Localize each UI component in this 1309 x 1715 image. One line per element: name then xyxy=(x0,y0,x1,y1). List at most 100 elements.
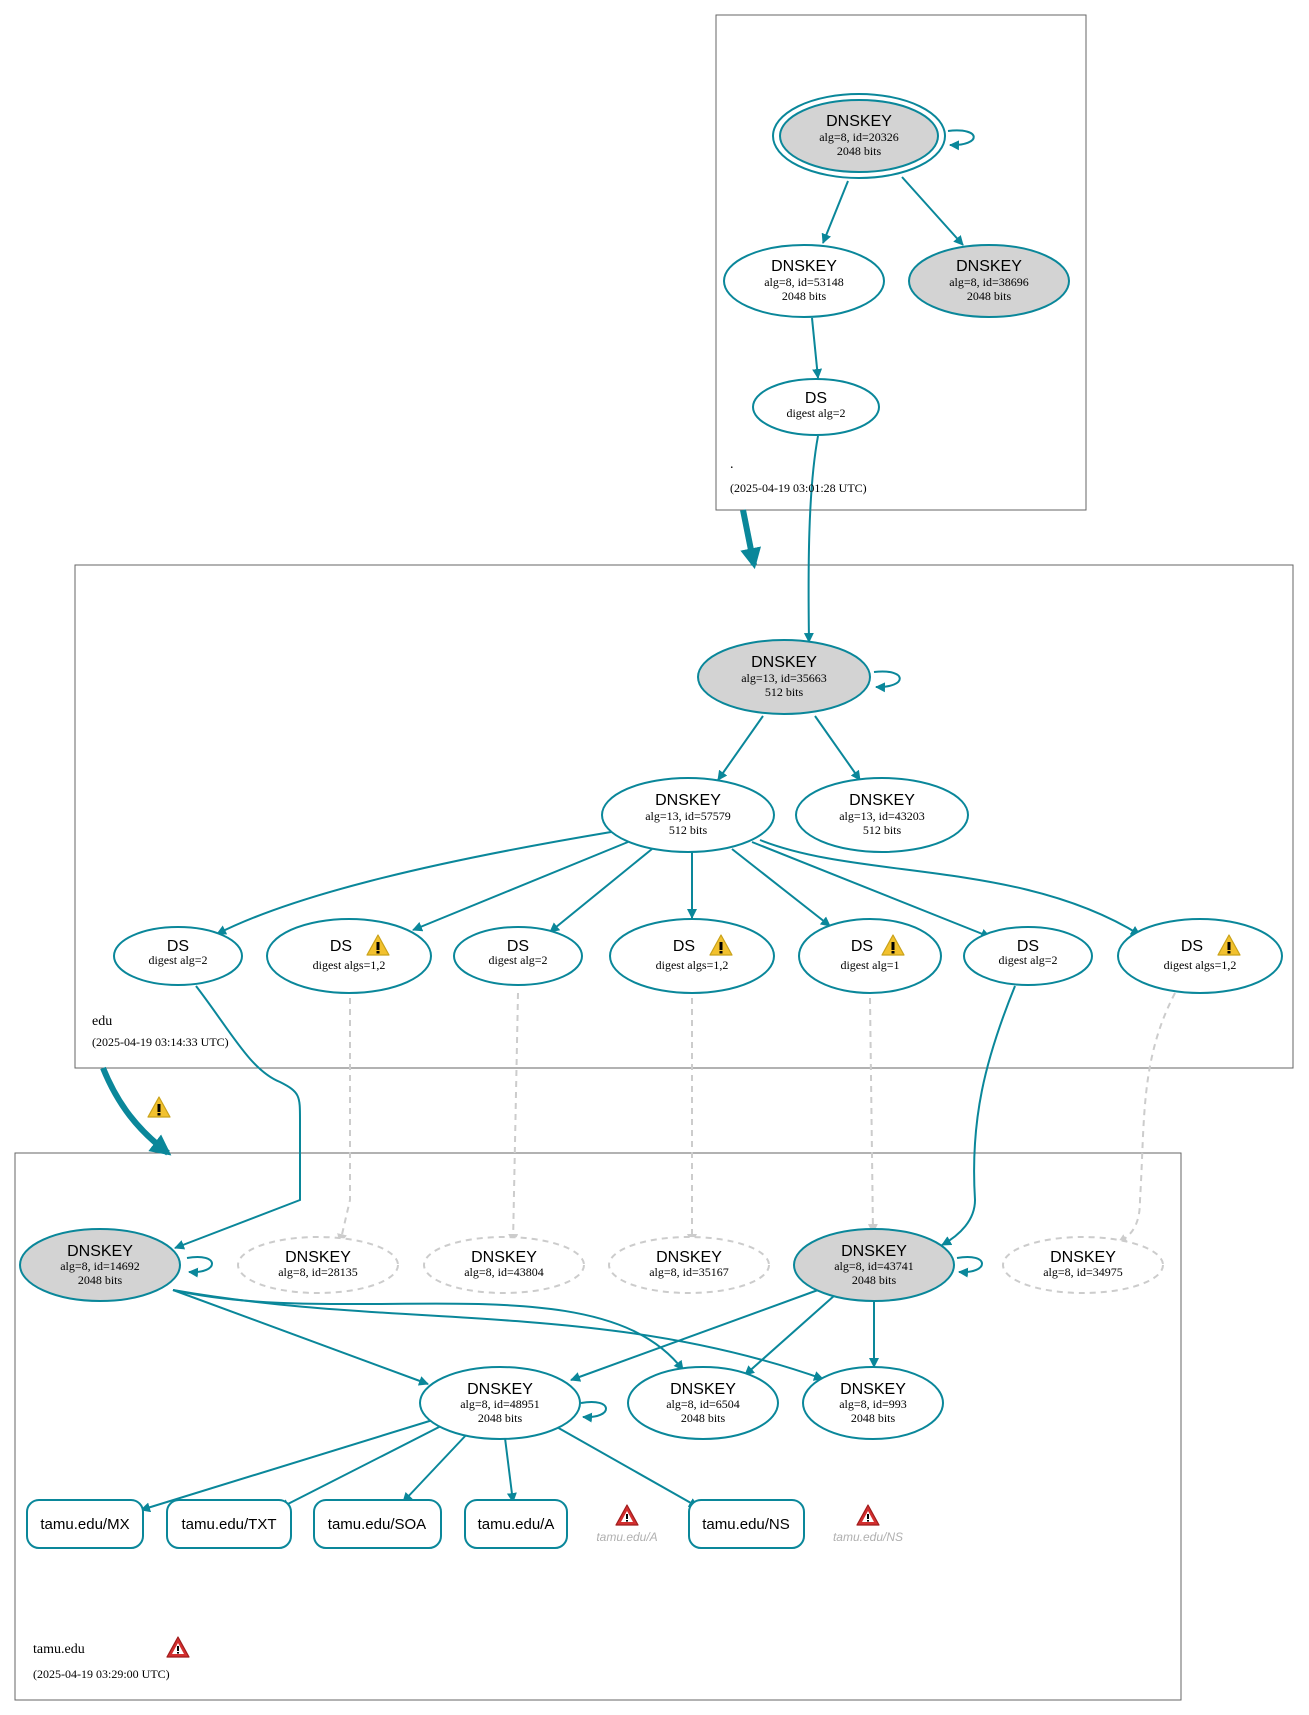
edu-zsk-line2: 512 bits xyxy=(669,823,708,837)
rrset-ns[interactable]: tamu.edu/NS xyxy=(688,1499,805,1549)
tamu-key-993-node[interactable]: DNSKEY alg=8, id=993 2048 bits xyxy=(802,1366,944,1440)
edu-key2-line2: 512 bits xyxy=(863,823,902,837)
tamu-key-1-line1: alg=8, id=14692 xyxy=(60,1259,140,1273)
edu-ds-node-3[interactable]: DS digest alg=2 xyxy=(453,926,583,986)
tamu-key-5-line1: alg=8, id=43741 xyxy=(834,1259,914,1273)
tamu-mid-2-line1: alg=8, id=6504 xyxy=(666,1397,740,1411)
edge-root-ds-edu-ksk xyxy=(803,435,819,643)
edge-tamu-ksk2-self xyxy=(956,1255,983,1278)
delegation-warning-icon[interactable] xyxy=(147,1096,171,1118)
root-zsk-line1: alg=8, id=53148 xyxy=(764,275,844,289)
tamu-missing-key-28135-node[interactable]: DNSKEY alg=8, id=28135 xyxy=(237,1236,399,1294)
root-ksk-title: DNSKEY xyxy=(826,113,892,130)
tamu-key-6504-node[interactable]: DNSKEY alg=8, id=6504 2048 bits xyxy=(627,1366,779,1440)
rrset-soa[interactable]: tamu.edu/SOA xyxy=(313,1499,442,1549)
tamu-missing-key-34975-node[interactable]: DNSKEY alg=8, id=34975 xyxy=(1002,1236,1164,1294)
tamu-key-5-title: DNSKEY xyxy=(841,1243,907,1260)
edge-edu-ds6-tamu-ksk xyxy=(941,985,1016,1246)
edu-ksk-line1: alg=13, id=35663 xyxy=(741,671,827,685)
edge-tamu-zsk-self xyxy=(580,1400,607,1423)
tamu-zsk-48951-node[interactable]: DNSKEY alg=8, id=48951 2048 bits xyxy=(419,1366,581,1440)
root-key2-node[interactable]: DNSKEY alg=8, id=38696 2048 bits xyxy=(908,244,1070,318)
tamu-key-3-line1: alg=8, id=43804 xyxy=(464,1265,544,1279)
tamu-key-1-line2: 2048 bits xyxy=(78,1273,123,1287)
edu-zsk-title: DNSKEY xyxy=(655,792,721,809)
edu-zone-box xyxy=(74,564,1294,1069)
edge-tamu-ksk2-zsk xyxy=(570,1289,819,1382)
root-zsk-line2: 2048 bits xyxy=(782,289,827,303)
edu-ds-node-7[interactable]: DS digest algs=1,2 xyxy=(1117,918,1283,994)
tamu-key-6-line1: alg=8, id=34975 xyxy=(1043,1265,1123,1279)
edu-ds-6-line1: digest alg=2 xyxy=(998,953,1057,967)
tamu-zone-timestamp: (2025-04-19 03:29:00 UTC) xyxy=(33,1667,170,1681)
root-ksk-node[interactable]: DNSKEY alg=8, id=20326 2048 bits xyxy=(772,93,946,179)
missing-rrset-ns[interactable]: tamu.edu/NS xyxy=(833,1504,903,1544)
edu-ds-7-line1: digest algs=1,2 xyxy=(1164,958,1237,972)
tamu-zone-name: tamu.edu xyxy=(33,1642,85,1657)
edge-tamu-zsk-a xyxy=(504,1437,517,1503)
edu-ds-node-4[interactable]: DS digest algs=1,2 xyxy=(609,918,775,994)
tamu-key-4-line1: alg=8, id=35167 xyxy=(649,1265,729,1279)
tamu-missing-key-35167-node[interactable]: DNSKEY alg=8, id=35167 xyxy=(608,1236,770,1294)
edu-ds-3-title: DS xyxy=(507,938,529,955)
edge-tamu-zsk-ns xyxy=(554,1425,699,1508)
missing-rrset-a-label: tamu.edu/A xyxy=(596,1530,657,1544)
edu-ds-node-6[interactable]: DS digest alg=2 xyxy=(963,926,1093,986)
edu-ds-4-line1: digest algs=1,2 xyxy=(656,958,729,972)
edu-zsk-node[interactable]: DNSKEY alg=13, id=57579 512 bits xyxy=(601,777,775,853)
edge-edu-ksk-key2 xyxy=(814,715,861,781)
edge-tamu-ksk1-self xyxy=(186,1255,213,1278)
edu-key2-node[interactable]: DNSKEY alg=13, id=43203 512 bits xyxy=(795,777,969,853)
edge-edu-zsk-ds6 xyxy=(751,841,991,939)
edu-ds-2-line1: digest algs=1,2 xyxy=(313,958,386,972)
root-key2-title: DNSKEY xyxy=(956,258,1022,275)
rrset-txt-label: tamu.edu/TXT xyxy=(181,1516,276,1533)
edge-root-zsk-ds xyxy=(811,317,823,379)
missing-rrset-a[interactable]: tamu.edu/A xyxy=(596,1504,658,1544)
tamu-missing-key-43804-node[interactable]: DNSKEY alg=8, id=43804 xyxy=(423,1236,585,1294)
edge-tamu-ksk2-key6504 xyxy=(744,1294,836,1376)
rrset-ns-label: tamu.edu/NS xyxy=(702,1516,790,1533)
edge-edu-zsk-ds2 xyxy=(412,841,629,932)
tamu-ksk-14692-node[interactable]: DNSKEY alg=8, id=14692 2048 bits xyxy=(19,1228,181,1302)
edge-root-ksk-key2 xyxy=(901,176,964,246)
edu-ds-1-line1: digest alg=2 xyxy=(148,953,207,967)
root-key2-line2: 2048 bits xyxy=(967,289,1012,303)
edge-root-ksk-zsk xyxy=(821,180,849,244)
tamu-ksk-43741-node[interactable]: DNSKEY alg=8, id=43741 2048 bits xyxy=(793,1228,955,1302)
rrset-mx[interactable]: tamu.edu/MX xyxy=(26,1499,144,1549)
tamu-key-3-title: DNSKEY xyxy=(471,1249,537,1266)
rrset-soa-label: tamu.edu/SOA xyxy=(328,1516,426,1533)
tamu-key-5-line2: 2048 bits xyxy=(852,1273,897,1287)
edu-ksk-node[interactable]: DNSKEY alg=13, id=35663 512 bits xyxy=(697,639,871,715)
edge-edu-zsk-ds5 xyxy=(731,848,831,927)
tamu-zone-box xyxy=(14,1152,1182,1701)
error-icon xyxy=(856,1504,880,1526)
edge-tamu-zsk-mx xyxy=(140,1418,437,1513)
root-ksk-line2: 2048 bits xyxy=(837,144,882,158)
tamu-mid-1-line1: alg=8, id=48951 xyxy=(460,1397,540,1411)
delegation-edu-tamu xyxy=(100,1066,172,1156)
edu-ksk-title: DNSKEY xyxy=(751,654,817,671)
edu-ds-node-1[interactable]: DS digest alg=2 xyxy=(113,926,243,986)
edge-edu-ksk-self xyxy=(873,670,901,693)
zone-error-icon[interactable] xyxy=(166,1636,190,1658)
edu-ds-1-title: DS xyxy=(167,938,189,955)
rrset-txt[interactable]: tamu.edu/TXT xyxy=(166,1499,292,1549)
root-ksk-line1: alg=8, id=20326 xyxy=(819,130,899,144)
edu-ds-node-2[interactable]: DS digest algs=1,2 xyxy=(266,918,432,994)
edge-tamu-ksk1-key993 xyxy=(172,1289,824,1381)
delegation-root-edu xyxy=(740,509,762,570)
root-ds-node[interactable]: DS digest alg=2 xyxy=(752,378,880,436)
edu-ds-4-title: DS xyxy=(673,938,695,955)
error-icon xyxy=(615,1504,639,1526)
tamu-key-2-title: DNSKEY xyxy=(285,1249,351,1266)
edu-ds-5-line1: digest alg=1 xyxy=(840,958,899,972)
edge-edu-ds1-tamu-ksk xyxy=(174,985,301,1250)
edu-ds-node-5[interactable]: DS digest alg=1 xyxy=(798,918,942,994)
tamu-mid-1-line2: 2048 bits xyxy=(478,1411,523,1425)
rrset-mx-label: tamu.edu/MX xyxy=(40,1516,129,1533)
rrset-a[interactable]: tamu.edu/A xyxy=(464,1499,568,1549)
root-zsk-node[interactable]: DNSKEY alg=8, id=53148 2048 bits xyxy=(723,244,885,318)
